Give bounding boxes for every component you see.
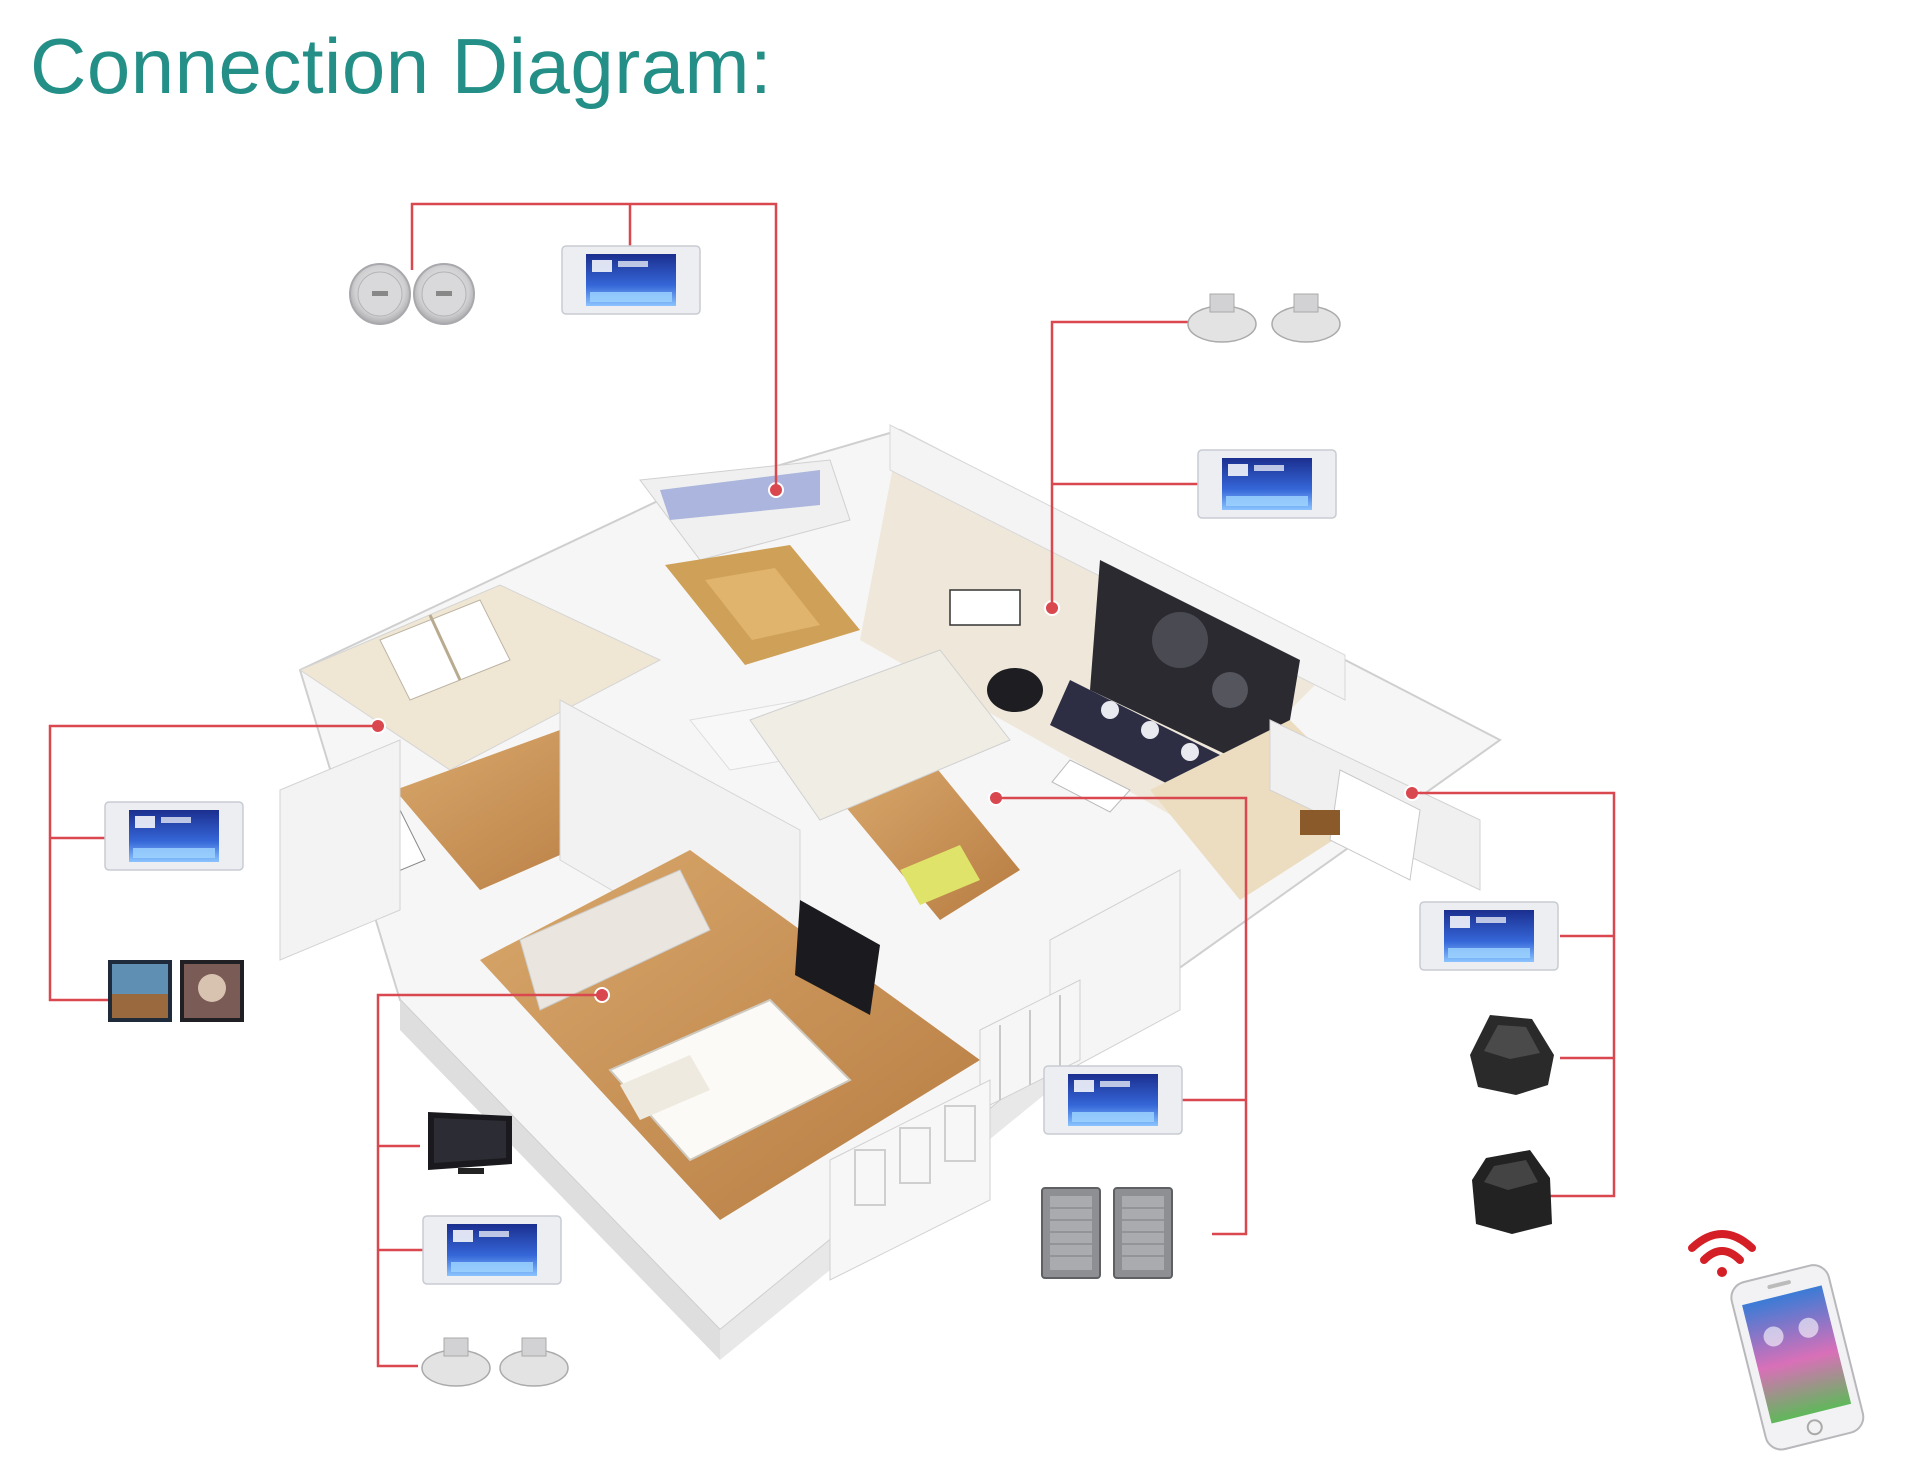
living-music-control-panel-icon <box>1197 449 1337 519</box>
balcony-music-control-panel-icon <box>1419 901 1559 971</box>
balcony-outdoor-rock-speaker-icon <box>1472 1150 1552 1234</box>
second-bedroom-wall-box-speaker-icon <box>1041 1187 1101 1279</box>
second-bedroom-music-control-panel-icon <box>1043 1065 1183 1135</box>
living-ceiling-speaker-icon <box>1271 293 1341 343</box>
wifi-signal-icon <box>1688 1230 1756 1277</box>
page-title: Connection Diagram: <box>30 22 773 110</box>
kitchen-ceiling-speaker-icon <box>413 263 475 325</box>
floor-plan-3d <box>279 424 1502 1360</box>
master-bedroom-ceiling-speaker-icon <box>499 1337 569 1387</box>
master-bedroom-music-control-panel-icon <box>422 1215 562 1285</box>
study-music-control-panel-icon <box>104 801 244 871</box>
study-picture-frame-speaker-icon <box>180 960 244 1022</box>
smartphone-app-icon <box>1730 1264 1865 1451</box>
kitchen-music-control-panel-icon <box>561 245 701 315</box>
living-ceiling-speaker-icon <box>1187 293 1257 343</box>
second-bedroom-wall-box-speaker-icon <box>1113 1187 1173 1279</box>
master-bedroom-tv-icon <box>428 1112 512 1174</box>
balcony-outdoor-rock-speaker-icon <box>1470 1015 1554 1095</box>
study-picture-frame-speaker-icon <box>108 960 172 1022</box>
connector-lines <box>48 202 1616 1368</box>
kitchen-ceiling-speaker-icon <box>349 263 411 325</box>
master-bedroom-ceiling-speaker-icon <box>421 1337 491 1387</box>
